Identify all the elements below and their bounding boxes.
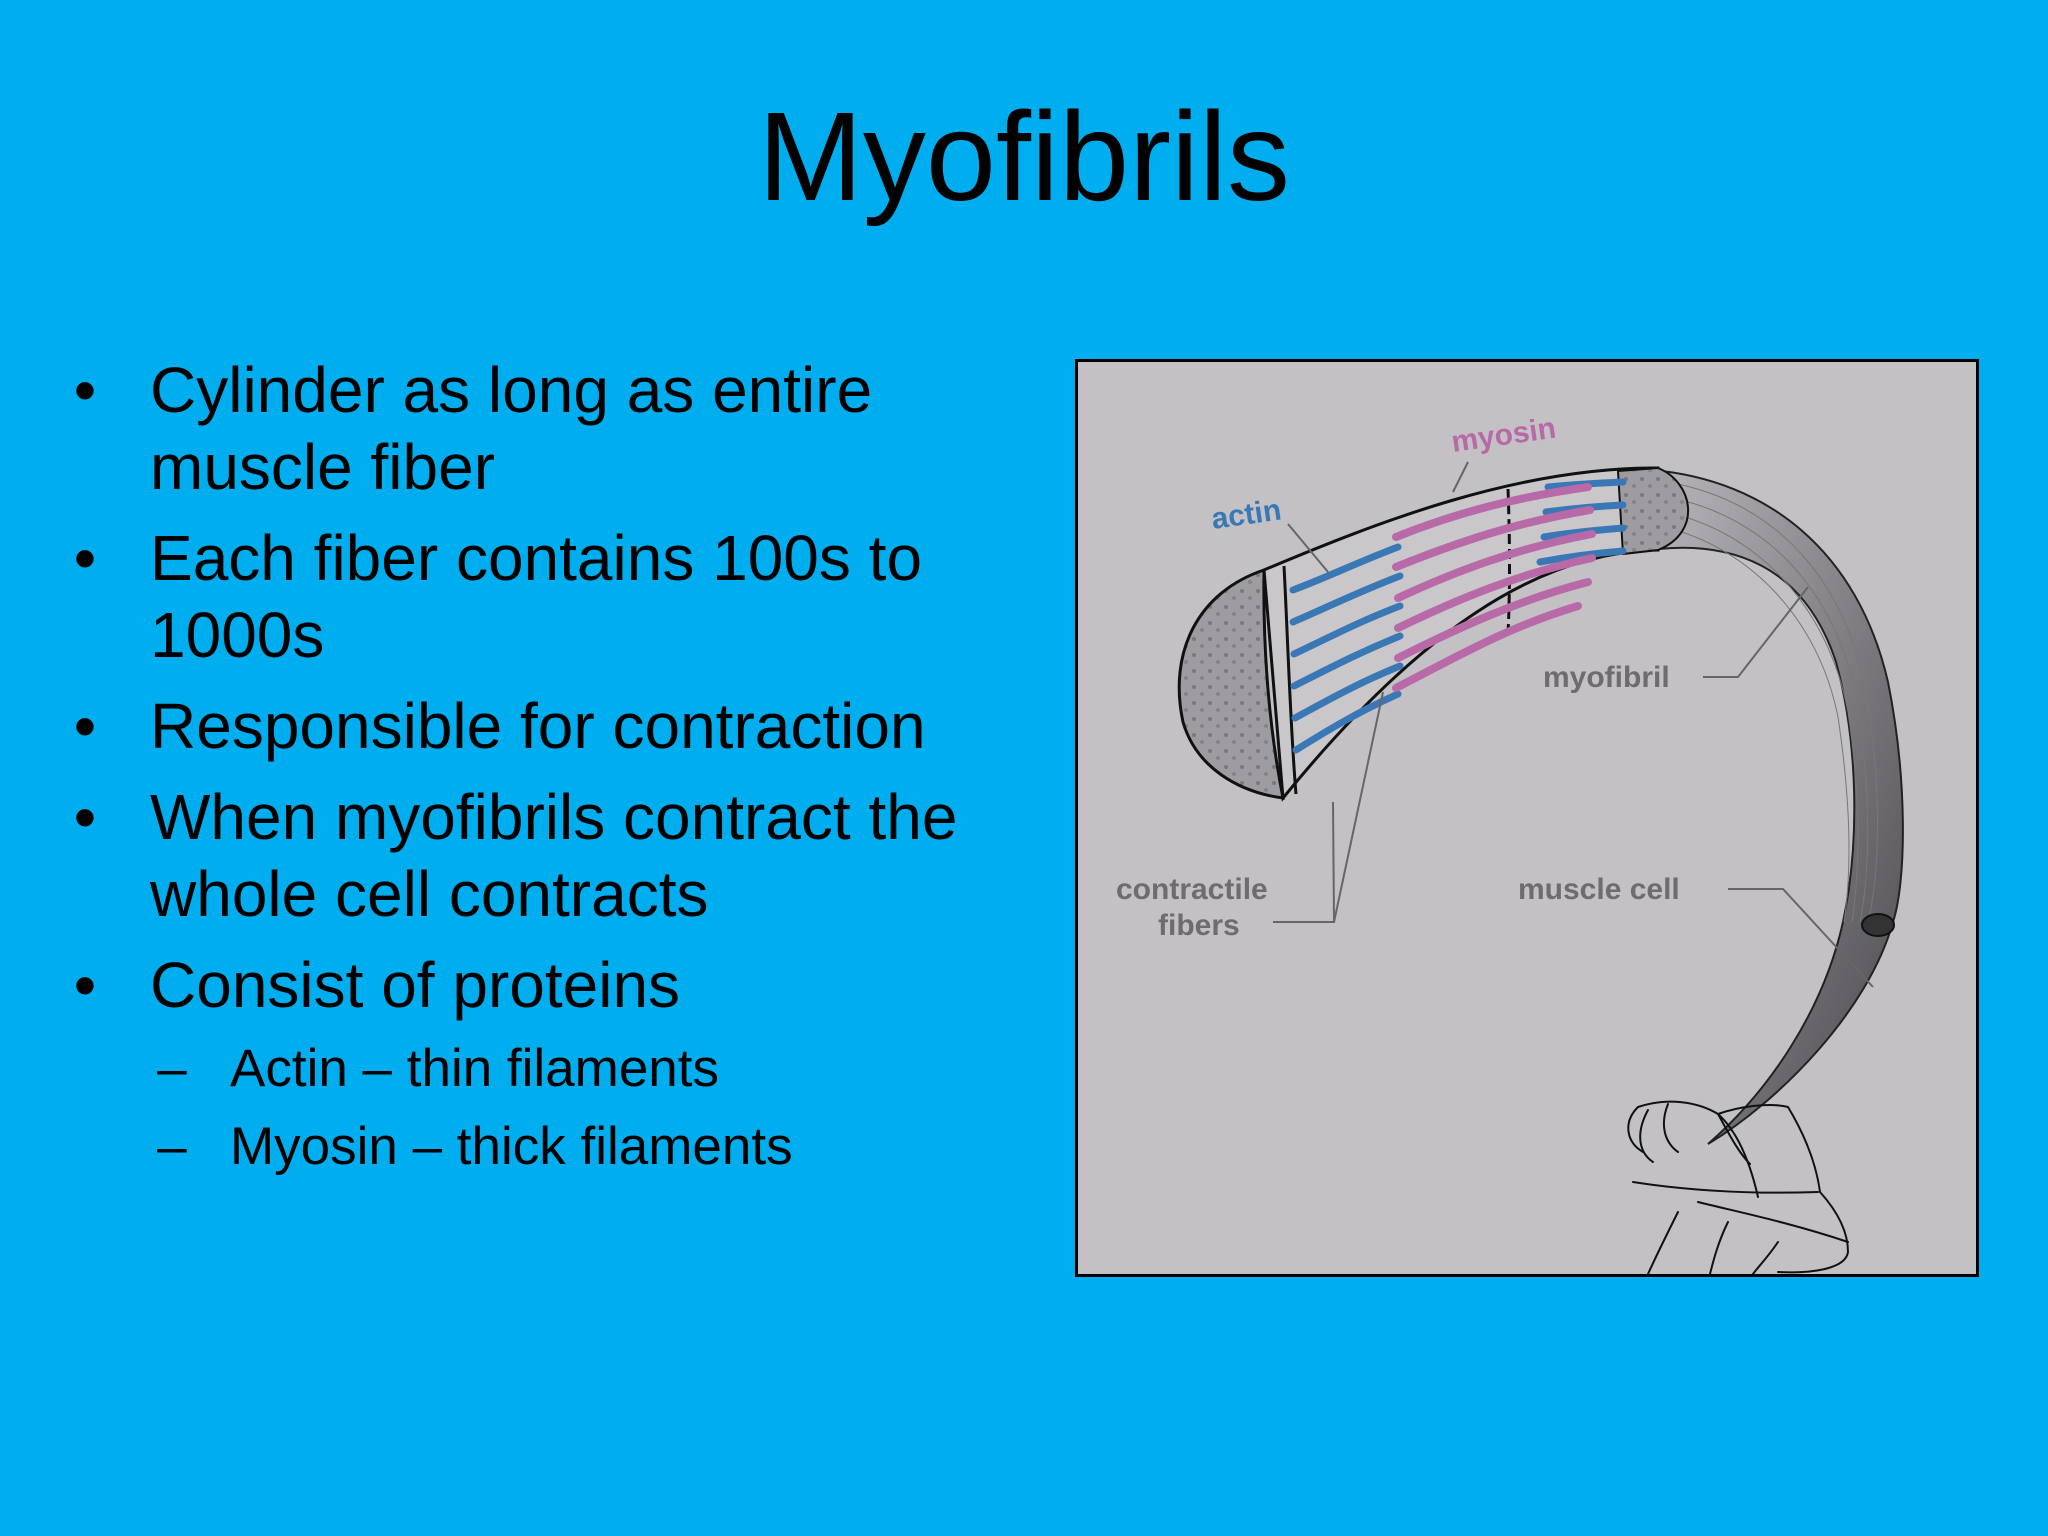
bullet-list: • Cylinder as long as entire muscle fibe… xyxy=(70,352,1030,1200)
myofibril-end-cap xyxy=(1177,567,1285,800)
sub-bullet-list: – Actin – thin filaments – Myosin – thic… xyxy=(150,1030,1030,1186)
bullet-symbol: • xyxy=(73,690,97,762)
sub-bullet-symbol: – xyxy=(157,1117,187,1176)
m-line xyxy=(1506,488,1511,635)
bullet-item: • Cylinder as long as entire muscle fibe… xyxy=(70,352,1030,506)
sub-bullet-text: Actin – thin filaments xyxy=(230,1039,720,1098)
label-muscle-cell: muscle cell xyxy=(1518,873,1680,906)
bullet-item: • When myofibrils contract the whole cel… xyxy=(70,779,1030,933)
sub-bullet-symbol: – xyxy=(157,1039,187,1098)
label-myofibril: myofibril xyxy=(1543,661,1670,694)
bullet-item: • Responsible for contraction xyxy=(70,688,1030,765)
bullet-text: Responsible for contraction xyxy=(150,690,926,762)
bullet-symbol: • xyxy=(73,522,97,594)
sub-bullet-item: – Actin – thin filaments xyxy=(142,1030,1030,1108)
label-actin: actin xyxy=(1209,494,1283,536)
arm-illustration xyxy=(1627,1100,1850,1274)
label-fibers: fibers xyxy=(1158,909,1240,942)
bullet-symbol: • xyxy=(73,949,97,1021)
myofibril-tail xyxy=(1650,468,1904,1145)
bullet-item: • Consist of proteins – Actin – thin fil… xyxy=(70,947,1030,1186)
diagram-svg: actin myosin myofibril muscle cell contr… xyxy=(1116,412,1904,1274)
bullet-text: Cylinder as long as entire muscle fiber xyxy=(150,354,873,503)
bullet-item: • Each fiber contains 100s to 1000s xyxy=(70,520,1030,674)
sub-bullet-item: – Myosin – thick filaments xyxy=(142,1108,1030,1186)
muscle-cell-cross-section xyxy=(1861,913,1895,937)
z-line xyxy=(1282,565,1298,795)
leader-lines xyxy=(1273,461,1874,988)
sub-bullet-text: Myosin – thick filaments xyxy=(230,1117,793,1176)
label-myosin: myosin xyxy=(1449,412,1558,459)
bullet-text: When myofibrils contract the whole cell … xyxy=(150,781,958,930)
slide-title: Myofibrils xyxy=(757,86,1291,227)
tail-striations xyxy=(1663,481,1878,923)
actin-filaments xyxy=(1289,478,1627,754)
bullet-text: Each fiber contains 100s to 1000s xyxy=(150,522,923,671)
bullet-symbol: • xyxy=(73,781,97,853)
bullet-text: Consist of proteins xyxy=(150,949,681,1021)
myofibril-diagram: actin myosin myofibril muscle cell contr… xyxy=(1075,359,1979,1277)
myofibril-z-band xyxy=(1616,466,1689,556)
myosin-filaments xyxy=(1392,483,1596,692)
label-contractile: contractile xyxy=(1116,873,1268,906)
bullet-symbol: • xyxy=(73,354,97,426)
